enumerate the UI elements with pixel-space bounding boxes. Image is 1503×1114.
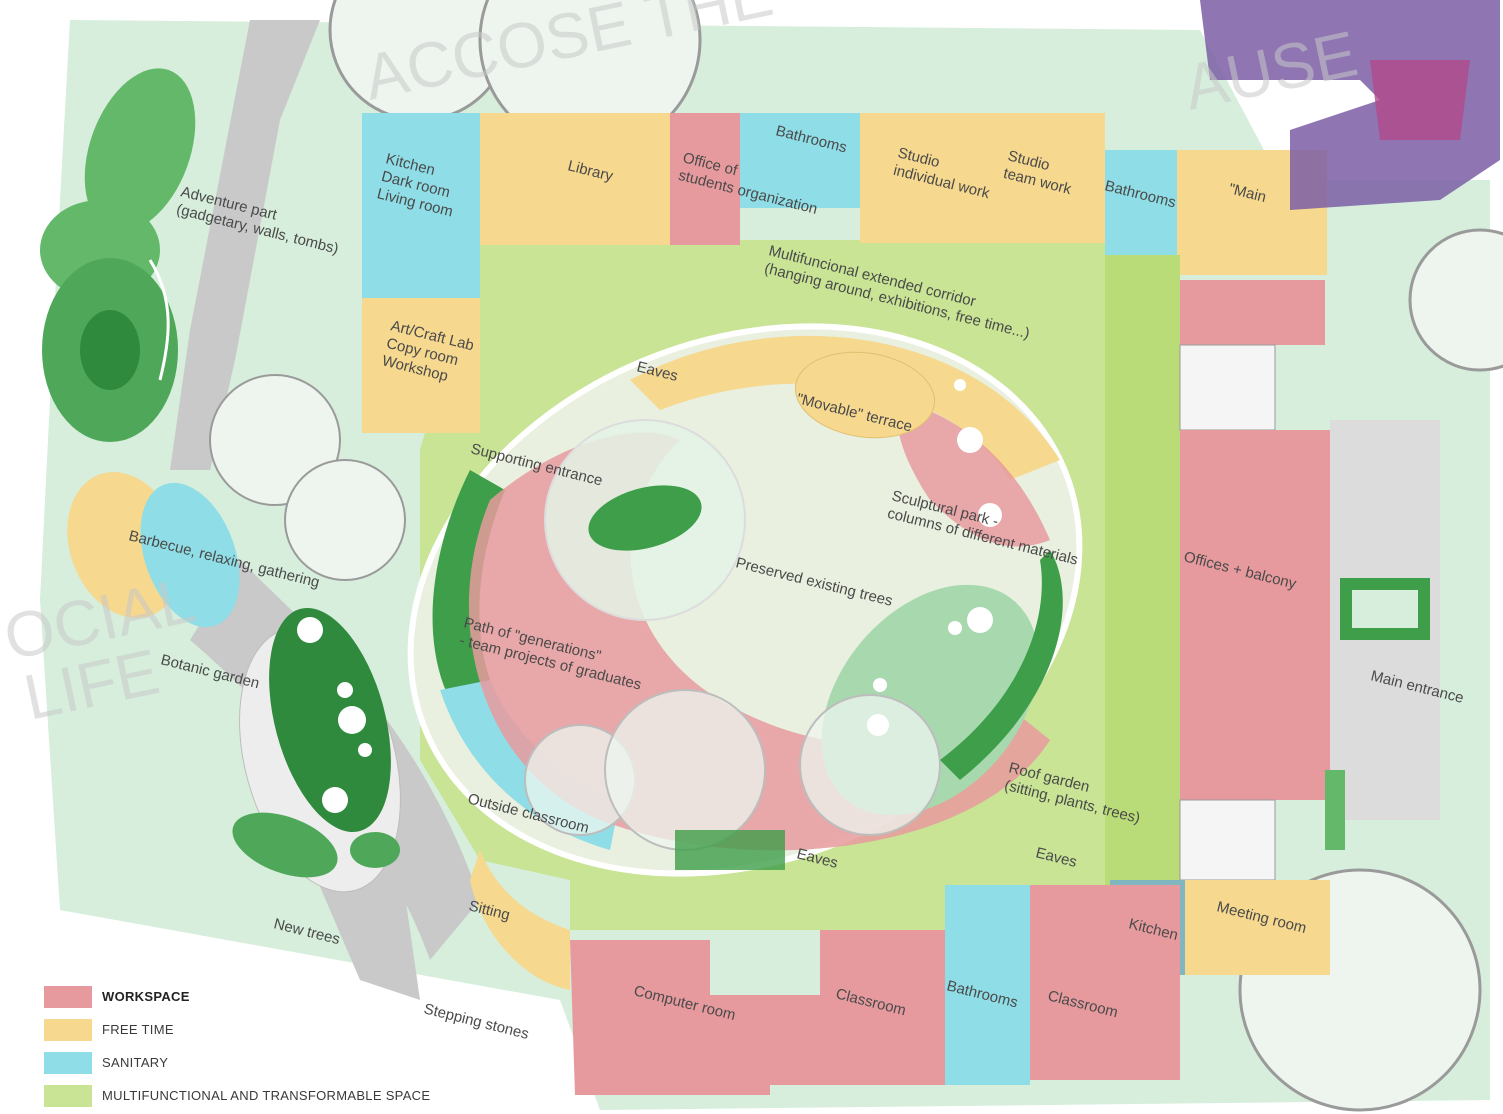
tree-right-top (1408, 228, 1503, 372)
sculpture-dot (948, 621, 962, 635)
adventure-stroke (148, 259, 170, 381)
eaves-green-bottom (675, 830, 785, 870)
legend-item-sanitary: SANITARY (44, 1046, 564, 1079)
legend-label: MULTIFUNCTIONAL AND TRANSFORMABLE SPACE (102, 1088, 431, 1103)
room-bathrooms-top (740, 113, 860, 208)
sculpture-dot (954, 379, 966, 391)
room-bathrooms-bottom (945, 885, 1030, 1085)
sculpture-dot (967, 607, 993, 633)
room-studio-team (985, 113, 1105, 243)
legend: WORKSPACE FREE TIME SANITARY MULTIFUNCTI… (44, 980, 564, 1112)
courtyard-tree-bottom-3 (799, 694, 941, 836)
botanic-small-tree (232, 812, 338, 878)
room-offices-balcony (1180, 430, 1330, 800)
legend-label: SANITARY (102, 1055, 169, 1070)
room-studio-individual (860, 113, 985, 243)
movable-terrace (794, 351, 936, 439)
room-library (480, 113, 670, 245)
legend-label: WORKSPACE (102, 989, 190, 1004)
botanic-dot (358, 743, 372, 757)
room-workspace-right-top (1180, 280, 1325, 345)
corridor-right-column (1105, 255, 1180, 885)
room-artcraft-lab (362, 298, 480, 433)
legend-swatch (44, 985, 92, 1008)
courtyard-free-time-arc (630, 335, 1060, 480)
legend-label: FREE TIME (102, 1022, 174, 1037)
adventure-tree-1 (84, 68, 196, 232)
barbecue-sanitary (140, 482, 240, 628)
legend-item-multifunctional: MULTIFUNCTIONAL AND TRANSFORMABLE SPACE (44, 1079, 564, 1112)
stair-bottom-right (1179, 799, 1276, 881)
main-entrance-marker-inner (1352, 590, 1418, 628)
sculpture-dot (978, 503, 1002, 527)
tree-left-2 (284, 459, 406, 581)
botanic-garden-tree (269, 608, 391, 832)
legend-swatch (44, 1084, 92, 1107)
room-kitchen-dark-living (362, 113, 480, 298)
room-meeting (1185, 880, 1330, 975)
sculpture-dot (867, 714, 889, 736)
concept-sketch-accent (1370, 60, 1470, 140)
sculptural-park (897, 400, 1050, 547)
courtyard-tree-bottom-2 (604, 689, 766, 851)
botanic-dot (297, 617, 323, 643)
room-office-students (670, 113, 740, 245)
sculpture-dot (957, 427, 983, 453)
room-classroom-2 (1030, 885, 1180, 1080)
sitting-area (470, 850, 570, 990)
preserved-tree (588, 485, 702, 551)
botanic-dot (337, 682, 353, 698)
legend-item-workspace: WORKSPACE (44, 980, 564, 1013)
legend-item-free-time: FREE TIME (44, 1013, 564, 1046)
room-computer (570, 940, 770, 1095)
legend-swatch (44, 1018, 92, 1041)
botanic-small-tree-2 (350, 832, 400, 868)
concept-sketch (1200, 0, 1500, 210)
stair-top-right (1179, 344, 1276, 431)
adventure-tree-4 (80, 310, 140, 390)
botanic-dot (338, 706, 366, 734)
room-classroom-1 (770, 930, 945, 1085)
botanic-dot (322, 787, 348, 813)
legend-swatch (44, 1051, 92, 1074)
sculpture-dot (873, 678, 887, 692)
courtyard-green-right-arc (940, 550, 1063, 780)
path-left-vertical (170, 20, 320, 470)
room-bathrooms-right (1105, 150, 1177, 255)
green-strip-right (1325, 770, 1345, 850)
